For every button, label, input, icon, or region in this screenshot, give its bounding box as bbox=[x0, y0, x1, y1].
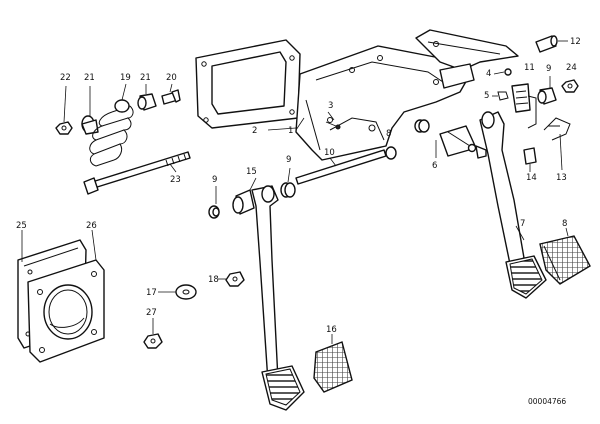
clip-bracket bbox=[523, 147, 537, 165]
callout-27: 27 bbox=[146, 308, 157, 318]
flange-plate bbox=[27, 259, 105, 363]
callout-6: 6 bbox=[432, 161, 437, 171]
return-spring-clip bbox=[543, 117, 571, 141]
callout-4: 4 bbox=[486, 69, 491, 79]
bush-21-left bbox=[81, 115, 99, 135]
nut-27 bbox=[143, 333, 163, 349]
callout-9-right: 9 bbox=[546, 64, 551, 74]
bracket-extension bbox=[415, 29, 519, 89]
switch-6 bbox=[439, 125, 487, 159]
callout-2: 2 bbox=[252, 126, 257, 136]
bush-15 bbox=[232, 189, 255, 215]
callout-8-right: 8 bbox=[562, 219, 567, 229]
callout-16: 16 bbox=[326, 325, 337, 335]
callout-11: 11 bbox=[524, 63, 535, 73]
callout-15: 15 bbox=[246, 167, 257, 177]
nut-18 bbox=[225, 271, 245, 287]
pedal-bracket bbox=[295, 45, 469, 161]
callout-24: 24 bbox=[566, 63, 577, 73]
bush-9-lower bbox=[208, 205, 220, 219]
callout-1: 1 bbox=[288, 126, 293, 136]
callout-21-center: 21 bbox=[140, 73, 151, 83]
bush-center bbox=[414, 119, 430, 133]
callout-22: 22 bbox=[60, 73, 71, 83]
nut-24 bbox=[561, 79, 579, 93]
bolt-20 bbox=[161, 89, 181, 105]
washer bbox=[175, 284, 197, 300]
bush-right bbox=[537, 87, 557, 105]
callout-21-left: 21 bbox=[84, 73, 95, 83]
callout-9-left: 9 bbox=[212, 175, 217, 185]
clutch-pedal bbox=[251, 185, 305, 411]
callout-26: 26 bbox=[86, 221, 97, 231]
stop-light-switch-parts bbox=[497, 68, 537, 129]
callout-labels: 1 2 3 4 5 6 7 8 8 9 9 9 10 11 12 13 14 1… bbox=[16, 37, 581, 335]
nut-22 bbox=[55, 121, 73, 135]
callout-12: 12 bbox=[570, 37, 581, 47]
callout-18: 18 bbox=[208, 275, 219, 285]
pedal-pad-right bbox=[539, 235, 591, 285]
pedal-shaft bbox=[295, 146, 397, 185]
pedal-pad-left bbox=[313, 341, 353, 393]
callout-7: 7 bbox=[520, 219, 525, 229]
callout-20: 20 bbox=[166, 73, 177, 83]
callout-23: 23 bbox=[170, 175, 181, 185]
bush-21-center bbox=[137, 93, 157, 111]
callout-19: 19 bbox=[120, 73, 131, 83]
callout-9-center: 9 bbox=[286, 155, 291, 165]
bush-9-left bbox=[280, 182, 296, 198]
callout-17: 17 bbox=[146, 288, 157, 298]
callout-25: 25 bbox=[16, 221, 27, 231]
callout-3: 3 bbox=[328, 101, 333, 111]
gasket-plate bbox=[195, 39, 301, 129]
long-bolt bbox=[83, 151, 191, 195]
document-id: 00004766 bbox=[528, 397, 566, 406]
clutch-spring bbox=[89, 99, 134, 167]
callout-8-center: 8 bbox=[386, 129, 391, 139]
callout-13: 13 bbox=[556, 173, 567, 183]
callout-10: 10 bbox=[324, 148, 335, 158]
callout-5: 5 bbox=[484, 91, 489, 101]
rubber-buffer bbox=[535, 35, 558, 53]
brake-pedal bbox=[479, 111, 547, 299]
callout-14: 14 bbox=[526, 173, 537, 183]
